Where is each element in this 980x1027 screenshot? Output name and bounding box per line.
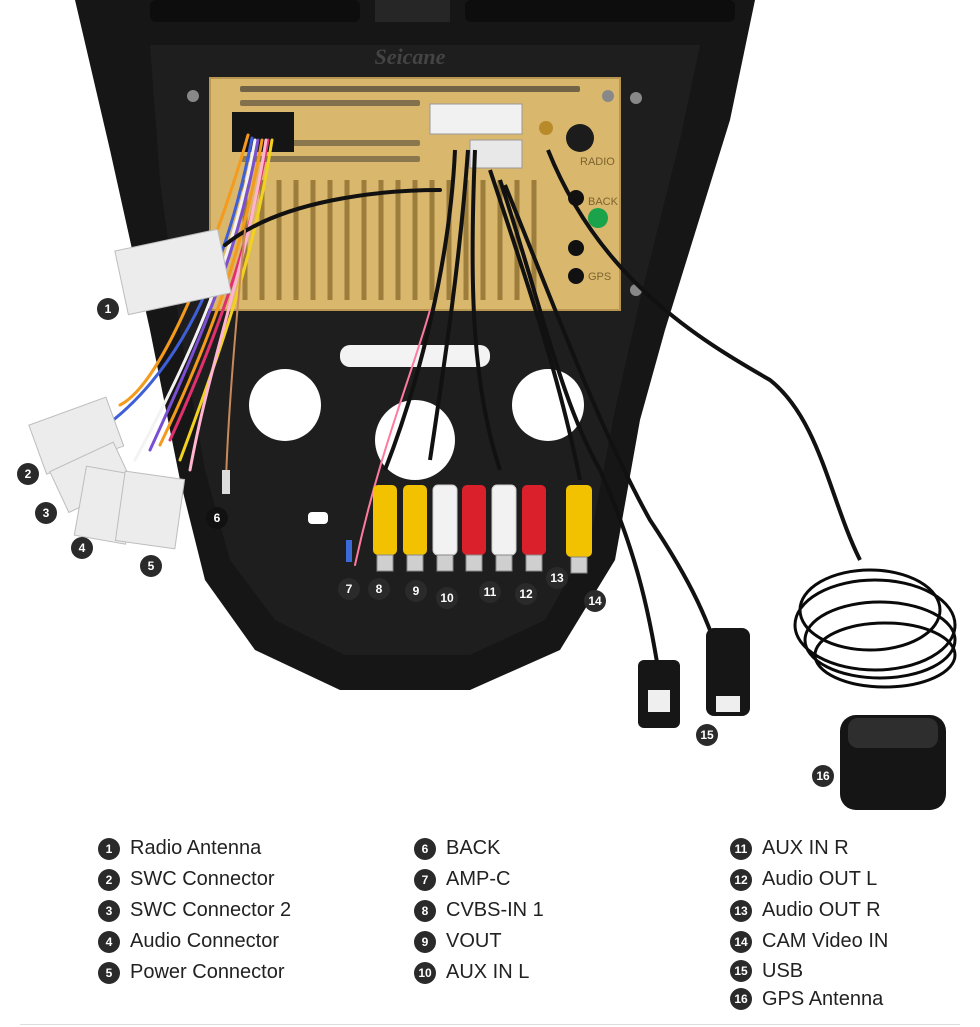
wire-harness bbox=[98, 133, 442, 566]
chassis-slats bbox=[242, 180, 537, 300]
callout-4: 4 bbox=[71, 537, 93, 559]
callout-5: 5 bbox=[140, 555, 162, 577]
callout-11: 11 bbox=[479, 581, 501, 603]
callout-1: 1 bbox=[97, 298, 119, 320]
callout-7: 7 bbox=[338, 578, 360, 600]
gps-coil bbox=[793, 568, 957, 689]
callout-8: 8 bbox=[368, 578, 390, 600]
callout-16: 16 bbox=[812, 765, 834, 787]
gps-port-label: GPS bbox=[588, 271, 611, 283]
long-cables bbox=[383, 149, 862, 691]
callout-2: 2 bbox=[17, 463, 39, 485]
bottom-divider bbox=[20, 1024, 960, 1025]
radio-port-label: RADIO bbox=[580, 156, 615, 168]
callout-14: 14 bbox=[584, 590, 606, 612]
harness-plugs bbox=[28, 228, 232, 550]
callout-10: 10 bbox=[436, 587, 458, 609]
brand-logo: Seicane bbox=[375, 44, 446, 69]
callout-3: 3 bbox=[35, 502, 57, 524]
wiring-diagram: Seicane RADIO BACK GPS bbox=[28, 0, 957, 810]
callout-9: 9 bbox=[405, 580, 427, 602]
back-port-label: BACK bbox=[588, 196, 619, 208]
vent-holes bbox=[240, 86, 580, 162]
callout-12: 12 bbox=[515, 583, 537, 605]
usb-extension bbox=[706, 628, 750, 716]
rca-plugs bbox=[373, 484, 592, 574]
callout-15: 15 bbox=[696, 724, 718, 746]
callout-6: 6 bbox=[206, 507, 228, 529]
callout-13: 13 bbox=[546, 567, 568, 589]
